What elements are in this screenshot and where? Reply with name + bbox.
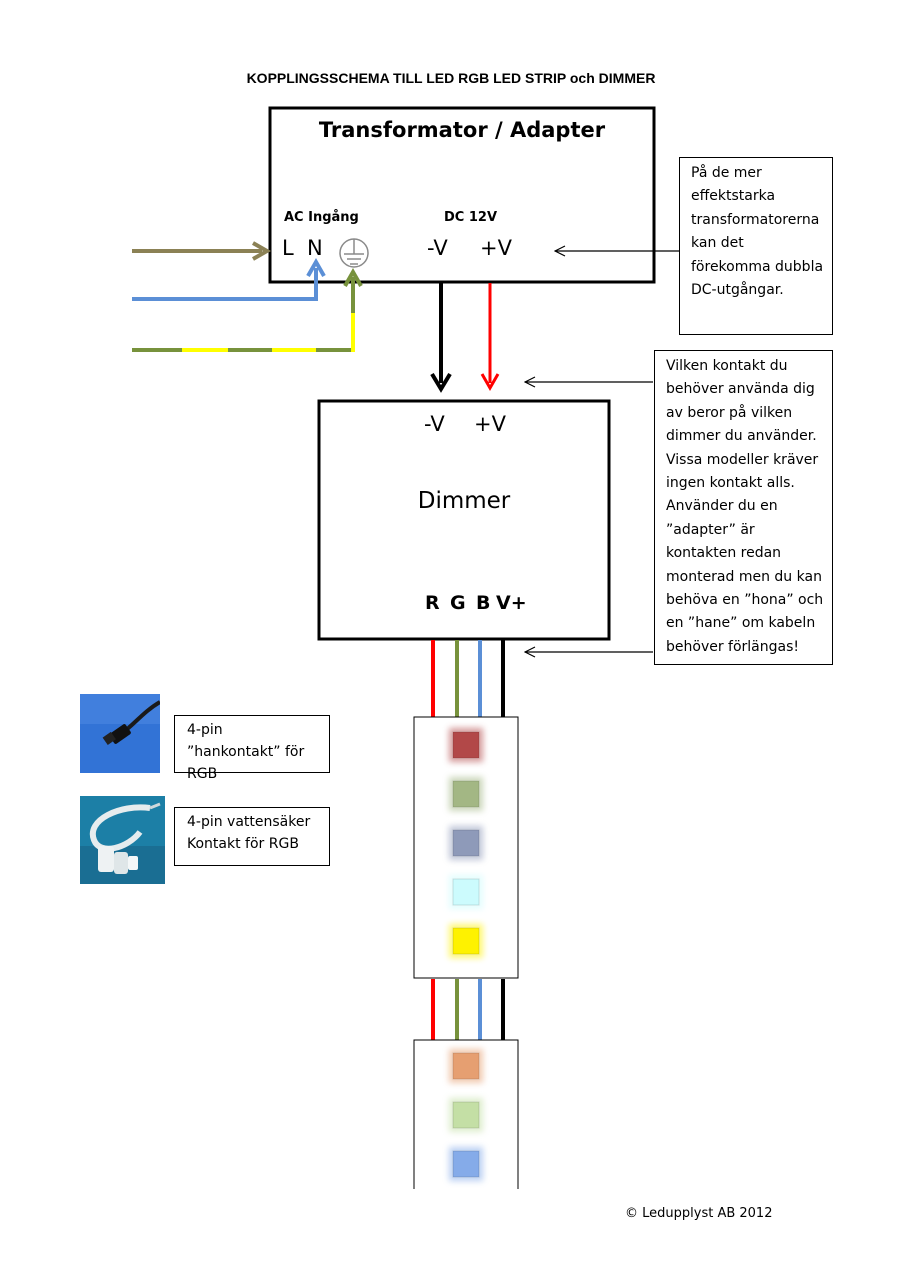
- dimmer-box: [317, 399, 611, 641]
- led-chip: [449, 777, 483, 811]
- dimmer-title: Dimmer: [417, 488, 511, 514]
- dimmer-r-label: R: [425, 592, 440, 614]
- page-title: KOPPLINGSSCHEMA TILL LED RGB LED STRIP o…: [246, 70, 656, 86]
- dc-output-label: DC 12V: [444, 210, 498, 225]
- led-chip: [449, 1147, 483, 1181]
- dimmer-minus-v-label: -V: [424, 412, 445, 436]
- led-chip: [449, 875, 483, 909]
- connector-note: Vilken kontakt du behöver använda dig av…: [654, 350, 833, 665]
- transformer-minus-v-label: -V: [427, 236, 448, 260]
- dimmer-plus-v-label: +V: [474, 412, 506, 436]
- negative-dc-wire: [430, 283, 452, 393]
- transformer-title: Transformator / Adapter: [318, 118, 606, 142]
- led-chip: [449, 826, 483, 860]
- dimmer-b-label: B: [476, 592, 491, 614]
- ac-earth-wire: [132, 267, 363, 352]
- hankontakt-caption: 4-pin ”hankontakt” för RGB: [174, 715, 330, 782]
- ac-live-wire: [132, 241, 272, 261]
- dimmer-vplus-label: V+: [496, 592, 527, 614]
- neutral-terminal-label: N: [307, 236, 323, 260]
- hankontakt-photo: [80, 694, 160, 773]
- strip-link-wires: [431, 979, 505, 1040]
- dimmer-g-label: G: [450, 592, 466, 614]
- transformer-note: På de mer effektstarka transformatorerna…: [679, 157, 833, 335]
- waterproof-connector-photo: [80, 796, 165, 884]
- led-layer: [449, 728, 483, 1181]
- copyright-text: © Ledupplyst AB 2012: [625, 1206, 773, 1221]
- earth-icon: [339, 238, 369, 268]
- led-chip: [449, 924, 483, 958]
- waterproof-connector-caption: 4-pin vattensäker Kontakt för RGB: [174, 807, 330, 866]
- positive-dc-wire: [480, 283, 500, 392]
- live-terminal-label: L: [282, 236, 294, 260]
- transformer-plus-v-label: +V: [480, 236, 512, 260]
- ac-input-label: AC Ingång: [284, 210, 359, 225]
- led-chip: [449, 728, 483, 762]
- ac-neutral-wire: [132, 257, 326, 301]
- led-chip: [449, 1049, 483, 1083]
- transformer-box: [268, 106, 656, 284]
- dimmer-output-wires: [431, 640, 505, 717]
- led-chip: [449, 1098, 483, 1132]
